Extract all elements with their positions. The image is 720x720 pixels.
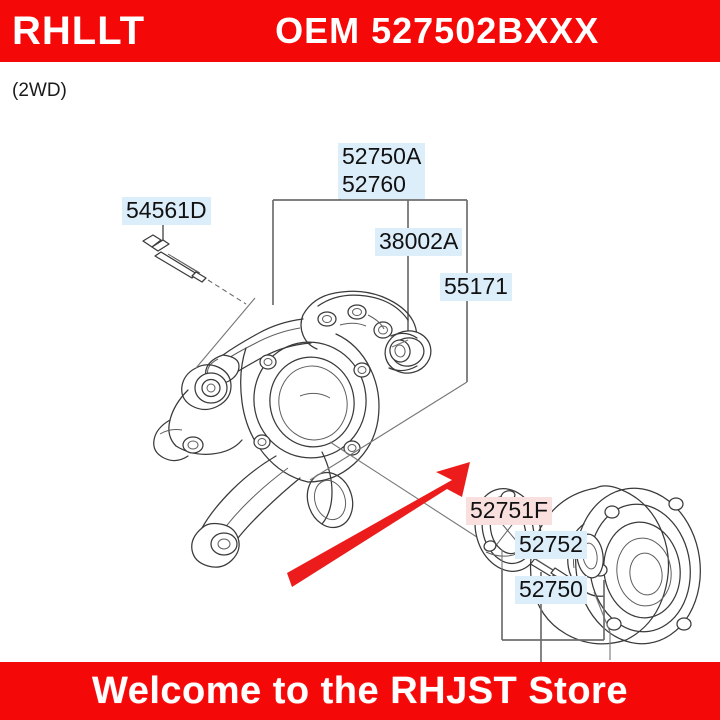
- top-banner: RHLLT OEM 527502BXXX: [0, 0, 720, 62]
- highlight-arrow: [287, 462, 470, 587]
- store-welcome-text: Welcome to the RHJST Store: [92, 669, 628, 712]
- callout-54561d: 54561D: [122, 197, 211, 225]
- brand-title: RHLLT: [12, 9, 146, 53]
- bottom-banner: Welcome to the RHJST Store: [0, 662, 720, 720]
- callout-52750a-52760: 52750A 52760: [338, 143, 426, 199]
- callout-52750a: 52750A: [338, 143, 426, 171]
- diagram-leader-lines: [195, 297, 501, 553]
- oem-part-number: OEM 527502BXXX: [275, 10, 600, 51]
- upper-bracket-leaders: [272, 182, 468, 382]
- drive-type-label: (2WD): [12, 80, 67, 101]
- callout-38002a: 38002A: [375, 228, 463, 256]
- callout-52751f: 52751F: [466, 497, 553, 525]
- callout-52752: 52752: [515, 531, 587, 559]
- callout-55171: 55171: [440, 273, 512, 301]
- part-54561d-bolt: [142, 234, 247, 305]
- callout-52750: 52750: [515, 576, 587, 604]
- lower-bracket-leaders: [501, 568, 605, 662]
- callout-52760: 52760: [338, 170, 426, 199]
